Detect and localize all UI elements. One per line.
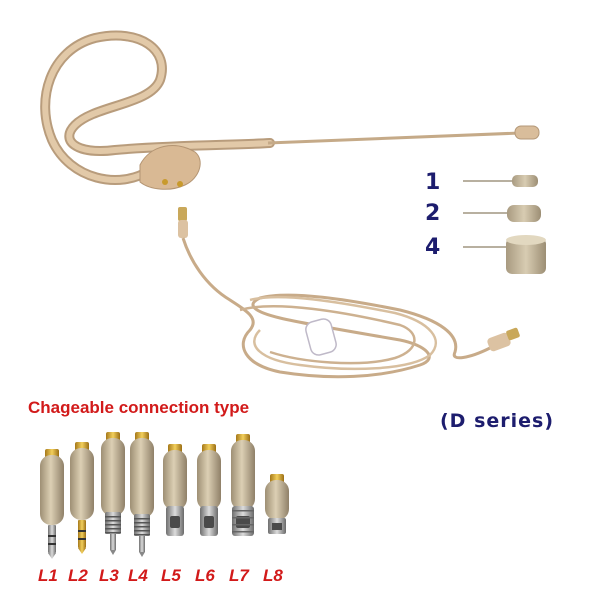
connector-l2 xyxy=(70,442,94,554)
connector-l4 xyxy=(130,432,154,557)
series-label: (D series) xyxy=(440,410,555,432)
boom-arm xyxy=(267,125,540,145)
connector-l5 xyxy=(163,444,187,536)
connector-l6 xyxy=(197,444,221,536)
connector-label-l6: L6 xyxy=(195,566,215,585)
ear-piece xyxy=(139,145,201,190)
ear-hook xyxy=(40,30,275,185)
cable xyxy=(178,207,520,379)
connector-label-l5: L5 xyxy=(161,566,181,585)
capsule-size-1-label: 1 xyxy=(425,170,441,195)
connector-label-l8: L8 xyxy=(263,566,283,585)
connector-label-l4: L4 xyxy=(128,566,148,585)
connector-label-l3: L3 xyxy=(99,566,119,585)
capsule-size-4-art xyxy=(463,235,546,274)
connector-label-l1: L1 xyxy=(38,566,58,585)
capsule-size-4-label: 4 xyxy=(425,235,441,260)
connector-l1 xyxy=(40,449,64,559)
capsule-size-2-label: 2 xyxy=(425,201,441,226)
capsule-size-2-art xyxy=(463,205,541,222)
connector-plugs xyxy=(40,432,289,559)
connector-l3 xyxy=(101,432,125,555)
capsule-size-1-art xyxy=(463,175,538,187)
connector-l7 xyxy=(231,434,255,536)
connector-label-l2: L2 xyxy=(68,566,88,585)
connector-l8 xyxy=(265,474,289,534)
connector-label-l7: L7 xyxy=(229,566,249,585)
connection-type-heading: Chageable connection type xyxy=(28,398,250,417)
